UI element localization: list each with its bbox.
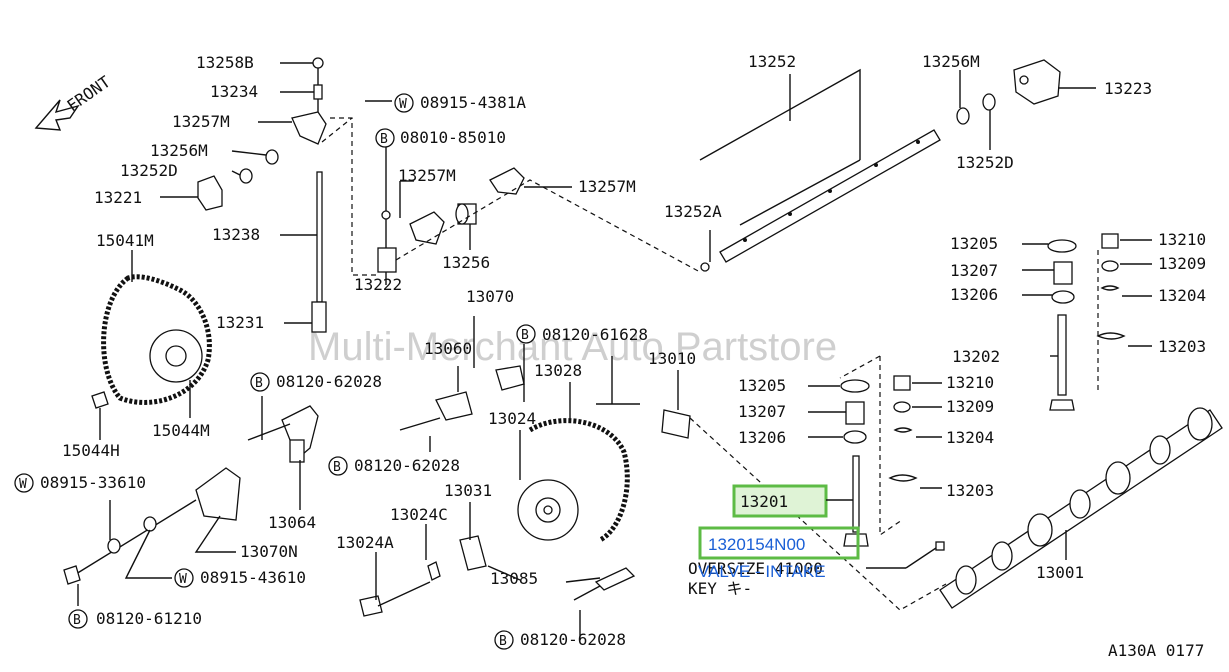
footer-code: A130A 0177 [1108,641,1204,660]
callout-08915-4381A: 08915-4381A [420,93,526,112]
rocker-shaft [699,68,941,272]
front-arrow-icon [34,99,80,131]
callout-13201[interactable]: 13201 [740,492,788,511]
front-label: FRONT [63,72,114,115]
callout-13252D: 13252D [120,161,178,180]
callout-13252D-b: 13252D [956,153,1014,172]
callout-13024: 13024 [488,409,536,428]
callout-13070: 13070 [466,287,514,306]
watermark-text: Multi-Merchant Auto Partstore [308,325,837,369]
callout-13024A: 13024A [336,533,394,552]
callout-13010: 13010 [648,349,696,368]
callout-13202: 13202 [952,347,1000,366]
callout-13205-b: 13205 [738,376,786,395]
callout-13024C: 13024C [390,505,448,524]
callout-13207-b: 13207 [738,402,786,421]
callout-13257M-b: 13257M [398,166,456,185]
callout-13205-a: 13205 [950,234,998,253]
highlight-13201[interactable]: 13201 [732,484,853,518]
svg-text:B: B [380,132,388,147]
callout-13223: 13223 [1104,79,1152,98]
center-sprocket-group [359,316,691,640]
callout-08010-85010: 08010-85010 [400,128,506,147]
callout-13204-b: 13204 [946,428,994,447]
tensioner-group [63,396,319,606]
callout-13064: 13064 [268,513,316,532]
callout-13209-a: 13209 [1158,254,1206,273]
svg-text:B: B [333,460,341,475]
center-rocker-group [365,100,701,285]
svg-text:B: B [521,328,529,343]
callout-13209-b: 13209 [946,397,994,416]
callout-13001: 13001 [1036,563,1084,582]
callout-08120-62028-c: 08120-62028 [520,630,626,649]
callout-13085: 13085 [490,569,538,588]
callout-15044H: 15044H [62,441,120,460]
callout-13257M: 13257M [172,112,230,131]
callout-08915-43610: 08915-43610 [200,568,306,587]
svg-text:W: W [399,97,407,112]
callout-13231: 13231 [216,313,264,332]
callout-08120-61210: 08120-61210 [96,609,202,628]
callout-08120-62028-a: 08120-62028 [276,372,382,391]
part-number-link[interactable]: 1320154N00 [708,535,805,554]
part-description: VALVE - INTAKE [698,562,826,581]
callout-13256M-b: 13256M [922,52,980,71]
callout-13210-a: 13210 [1158,230,1206,249]
oversize-text: OVERSIZE 41000 [688,559,823,578]
right-top-parts [956,59,1096,150]
callout-13234: 13234 [210,82,258,101]
callout-13203-b: 13203 [946,481,994,500]
callout-15041M: 15041M [96,231,154,250]
callout-13256: 13256 [442,253,490,272]
key-text: KEY キ- [688,579,752,598]
svg-text:B: B [73,613,81,628]
svg-text:B: B [499,634,507,649]
callout-13060: 13060 [424,339,472,358]
callout-13206-a: 13206 [950,285,998,304]
left-dashed-guide [330,117,380,276]
callout-13070N: 13070N [240,542,298,561]
svg-text:W: W [19,477,27,492]
callout-13221: 13221 [94,188,142,207]
callout-13204-a: 13204 [1158,286,1206,305]
callout-13258B: 13258B [196,53,254,72]
left-rocker-group [197,57,327,333]
callout-13252: 13252 [748,52,796,71]
svg-text:W: W [179,572,187,587]
circle-marks: W B B B B W W B B [14,93,536,650]
callout-08120-62028-b: 08120-62028 [354,456,460,475]
callout-13252A: 13252A [664,202,722,221]
callout-13222: 13222 [354,275,402,294]
callout-13238: 13238 [212,225,260,244]
callout-13256M: 13256M [150,141,208,160]
callout-08120-61628: 08120-61628 [542,325,648,344]
callout-13206-b: 13206 [738,428,786,447]
callout-13028: 13028 [534,361,582,380]
callout-13203-a: 13203 [1158,337,1206,356]
callout-13257M-c: 13257M [578,177,636,196]
callout-15044M: 15044M [152,421,210,440]
callout-13210-b: 13210 [946,373,994,392]
callout-08915-33610: 08915-33610 [40,473,146,492]
left-leaders [160,62,317,324]
highlight-part-number[interactable]: 1320154N00 [698,526,860,560]
callout-labels: 13258B 13234 13257M 13256M 13252D 13221 … [40,52,1206,660]
svg-text:B: B [255,376,263,391]
callout-13031: 13031 [444,481,492,500]
upper-valve-stack [1022,233,1152,411]
callout-13207-a: 13207 [950,261,998,280]
left-timing-chain [91,250,212,440]
lower-valve-stack [808,355,942,547]
camshaft [689,407,1223,611]
